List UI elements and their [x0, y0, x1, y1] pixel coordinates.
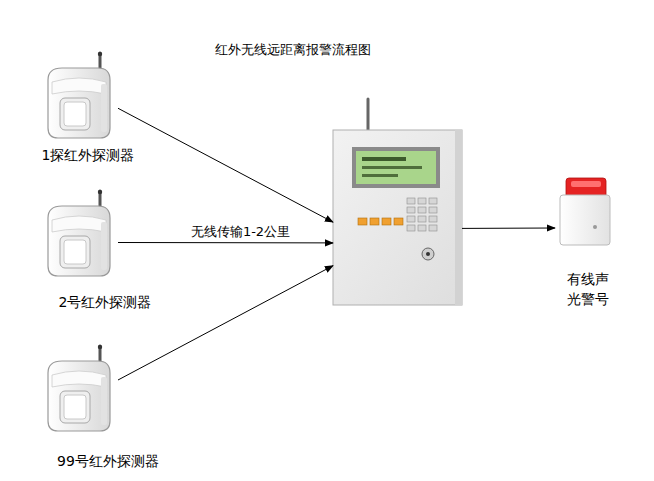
- key: [429, 198, 437, 204]
- key: [407, 198, 415, 204]
- control-panel-box: [333, 98, 462, 305]
- key: [418, 225, 426, 231]
- key: [418, 207, 426, 213]
- node-label: 99号红外探测器: [43, 451, 173, 471]
- lcd-line: [362, 174, 398, 177]
- detector-box: 99号红外探测器: [40, 345, 118, 470]
- key: [429, 225, 437, 231]
- key: [429, 216, 437, 222]
- node-label: 1探红外探测器: [28, 145, 148, 165]
- key: [407, 225, 415, 231]
- lcd-frame: [352, 147, 440, 188]
- arrow-connector: [118, 242, 333, 243]
- panel-housing: [333, 130, 462, 305]
- panel-button: [358, 218, 367, 225]
- node-label: 有线声 光警号: [563, 269, 613, 309]
- control-panel: [333, 99, 462, 305]
- arrow-connector: [462, 228, 555, 229]
- key-hole: [426, 252, 430, 256]
- detector-1: [48, 52, 110, 138]
- siren-box: 有线声 光警号: [555, 165, 620, 305]
- detector-99: [48, 345, 110, 431]
- lcd-line: [362, 166, 422, 169]
- key-lock: [422, 248, 434, 260]
- siren: [560, 178, 610, 245]
- arrow-connector: [118, 108, 333, 222]
- panel-button: [370, 218, 379, 225]
- edge-label: 无线传输1-2公里: [191, 223, 290, 241]
- key: [429, 207, 437, 213]
- panel-button: [382, 218, 391, 225]
- key: [407, 207, 415, 213]
- keypad: [407, 198, 437, 231]
- detector-box: 1探红外探测器: [40, 52, 118, 177]
- detector-box: 2号红外探测器: [40, 190, 118, 315]
- diagram-title: 红外无线远距离报警流程图: [215, 41, 371, 59]
- panel-antenna: [367, 99, 370, 131]
- siren-body: [560, 195, 610, 245]
- key: [418, 198, 426, 204]
- lcd-screen: [356, 151, 436, 184]
- key: [407, 216, 415, 222]
- lcd-line: [362, 157, 406, 161]
- detector-2: [48, 190, 110, 276]
- siren-lamp-highlight: [571, 181, 601, 187]
- node-label: 2号红外探测器: [45, 292, 165, 312]
- panel-button: [394, 218, 403, 225]
- siren-hole: [593, 225, 597, 229]
- arrow-connector: [118, 266, 333, 380]
- panel-side: [455, 130, 462, 305]
- key: [418, 216, 426, 222]
